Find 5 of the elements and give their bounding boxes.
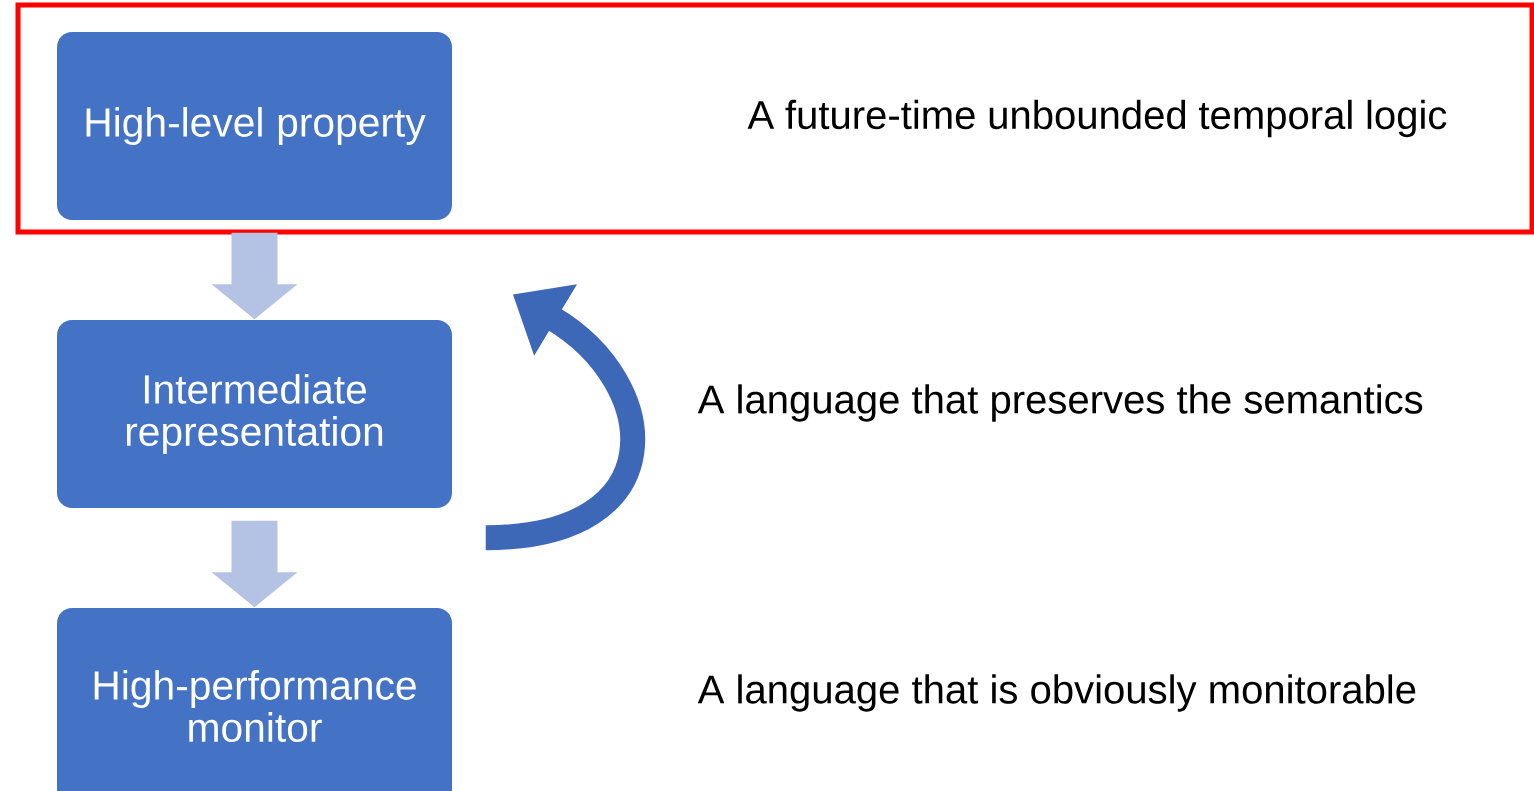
- description-text: A language that is obviously monitorable: [697, 674, 1416, 712]
- description-text: A language that preserves the semantics: [697, 384, 1423, 422]
- process-box: High-level property: [57, 32, 452, 220]
- process-box: Intermediate representation: [57, 320, 452, 508]
- process-box: High-performance monitor: [57, 608, 452, 791]
